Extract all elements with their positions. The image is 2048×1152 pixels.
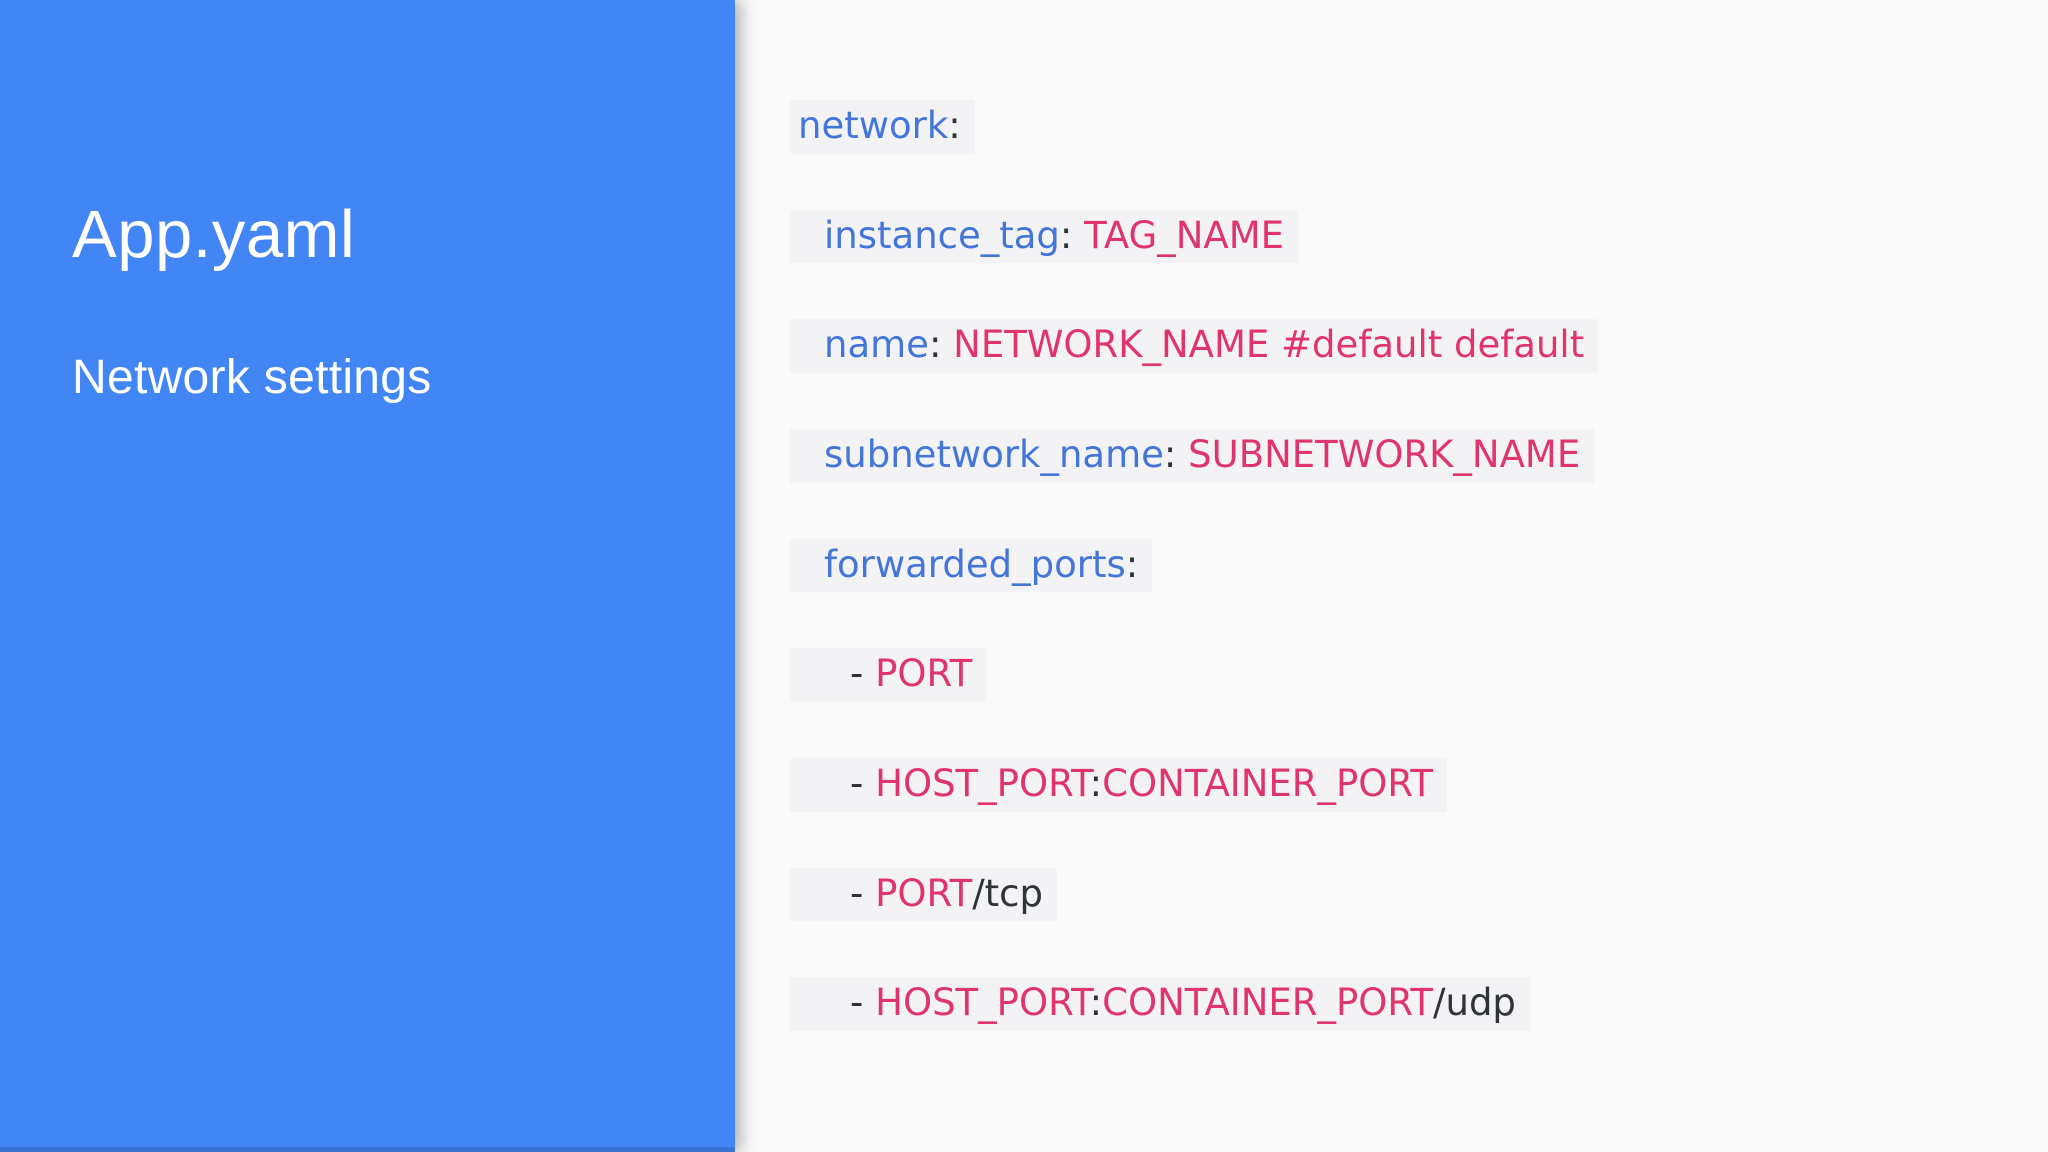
code-chip: - PORT	[790, 648, 987, 702]
code-chip: - HOST_PORT:CONTAINER_PORT/udp	[790, 977, 1530, 1031]
code-chip: subnetwork_name: SUBNETWORK_NAME	[790, 428, 1595, 483]
code-line: subnetwork_name: SUBNETWORK_NAME	[790, 428, 1598, 483]
code-token-value: HOST_PORT	[875, 761, 1090, 805]
code-token-punct: :	[1089, 761, 1103, 805]
code-line: - HOST_PORT:CONTAINER_PORT	[790, 757, 1598, 812]
code-line: forwarded_ports:	[790, 538, 1598, 593]
code-token-value: HOST_PORT	[875, 981, 1090, 1025]
sidebar-bottom-strip	[0, 1147, 735, 1152]
code-token-key: subnetwork_name	[824, 432, 1164, 476]
page-title: App.yaml	[72, 197, 356, 272]
code-token-value: SUBNETWORK_NAME	[1188, 432, 1581, 476]
code-line: network:	[790, 100, 1598, 154]
code-token-punct: /udp	[1433, 981, 1516, 1025]
sidebar: App.yaml Network settings	[0, 0, 735, 1152]
code-token-punct: -	[850, 981, 876, 1025]
code-token-key: name	[824, 323, 929, 367]
code-token-key: forwarded_ports	[824, 542, 1126, 586]
code-token-value: NETWORK_NAME #default default	[953, 323, 1585, 367]
code-chip: - PORT/tcp	[790, 867, 1057, 922]
code-token-punct: -	[850, 652, 876, 696]
code-line: instance_tag: TAG_NAME	[790, 209, 1598, 264]
code-chip: - HOST_PORT:CONTAINER_PORT	[790, 757, 1448, 812]
code-token-punct: :	[948, 104, 961, 147]
code-token-value: CONTAINER_PORT	[1102, 761, 1434, 805]
code-chip: network:	[790, 100, 975, 154]
code-token-punct: /tcp	[972, 871, 1043, 915]
code-token-value: CONTAINER_PORT	[1102, 981, 1434, 1025]
code-token-punct: :	[1059, 213, 1085, 257]
code-token-value: TAG_NAME	[1084, 213, 1285, 257]
code-chip: forwarded_ports:	[790, 538, 1153, 593]
code-token-punct: -	[850, 761, 876, 805]
code-line: name: NETWORK_NAME #default default	[790, 319, 1599, 373]
code-line: - HOST_PORT:CONTAINER_PORT/udp	[790, 977, 1598, 1031]
code-token-punct: -	[850, 871, 876, 915]
code-token-value: PORT	[875, 871, 973, 915]
code-token-punct: :	[928, 323, 954, 367]
page-subtitle: Network settings	[72, 351, 432, 404]
code-chip: instance_tag: TAG_NAME	[790, 209, 1299, 264]
code-line: - PORT/tcp	[790, 867, 1598, 922]
code-line: - PORT	[790, 648, 1598, 702]
code-token-punct: :	[1089, 981, 1103, 1025]
code-token-key: instance_tag	[824, 213, 1060, 257]
code-token-key: network	[798, 104, 949, 147]
code-token-value: PORT	[875, 652, 973, 696]
code-token-punct: :	[1163, 432, 1189, 476]
code-chip: name: NETWORK_NAME #default default	[790, 319, 1599, 373]
code-token-punct: :	[1125, 542, 1139, 586]
